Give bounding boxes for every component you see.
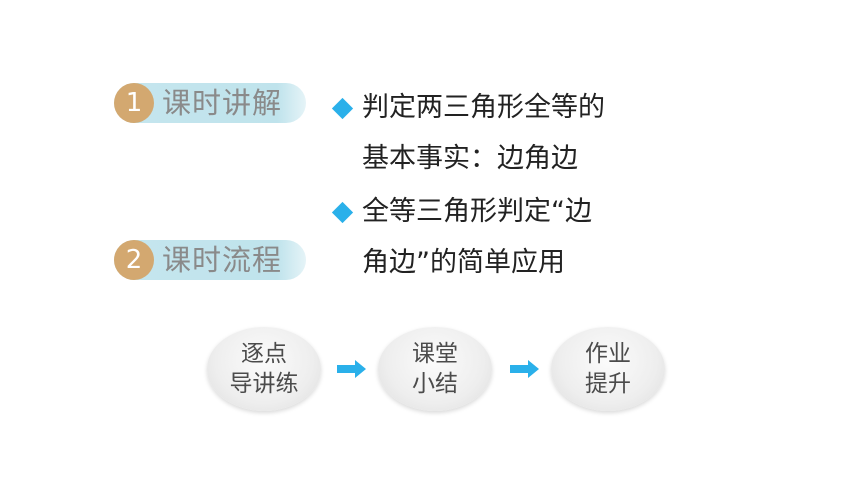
flow-step-summary[interactable]: 课堂 小结 (378, 327, 492, 411)
right-arrow-icon (510, 360, 539, 378)
flow-step-line1: 课堂 (412, 341, 458, 367)
diamond-bullet-icon (331, 97, 354, 120)
flow-step-line2: 导讲练 (229, 371, 299, 397)
flow-step-line2: 小结 (412, 371, 458, 397)
flow-step-line2: 提升 (585, 371, 631, 397)
section-number-badge: 2 (114, 240, 154, 280)
point-text: 全等三角形判定“边 (362, 196, 592, 227)
diamond-bullet-icon (331, 201, 354, 224)
point-1-line-1: 判定两三角形全等的 (331, 91, 605, 125)
point-2-line-2: 角边”的简单应用 (362, 247, 565, 278)
flow-step-practice[interactable]: 逐点 导讲练 (207, 327, 321, 411)
section-label: 课时流程 (162, 243, 283, 277)
section-label: 课时讲解 (162, 86, 283, 120)
point-text: 判定两三角形全等的 (362, 92, 605, 123)
point-1-line-2: 基本事实：边角边 (362, 143, 578, 174)
section-header-lecture[interactable]: 1 课时讲解 (114, 83, 306, 123)
flow-step-line1: 逐点 (241, 341, 287, 367)
flow-step-line1: 作业 (585, 341, 631, 367)
section-header-process[interactable]: 2 课时流程 (114, 240, 306, 280)
section-number-badge: 1 (114, 83, 154, 123)
right-arrow-icon (337, 360, 366, 378)
flow-step-homework[interactable]: 作业 提升 (551, 327, 665, 411)
point-2-line-1: 全等三角形判定“边 (331, 195, 592, 229)
